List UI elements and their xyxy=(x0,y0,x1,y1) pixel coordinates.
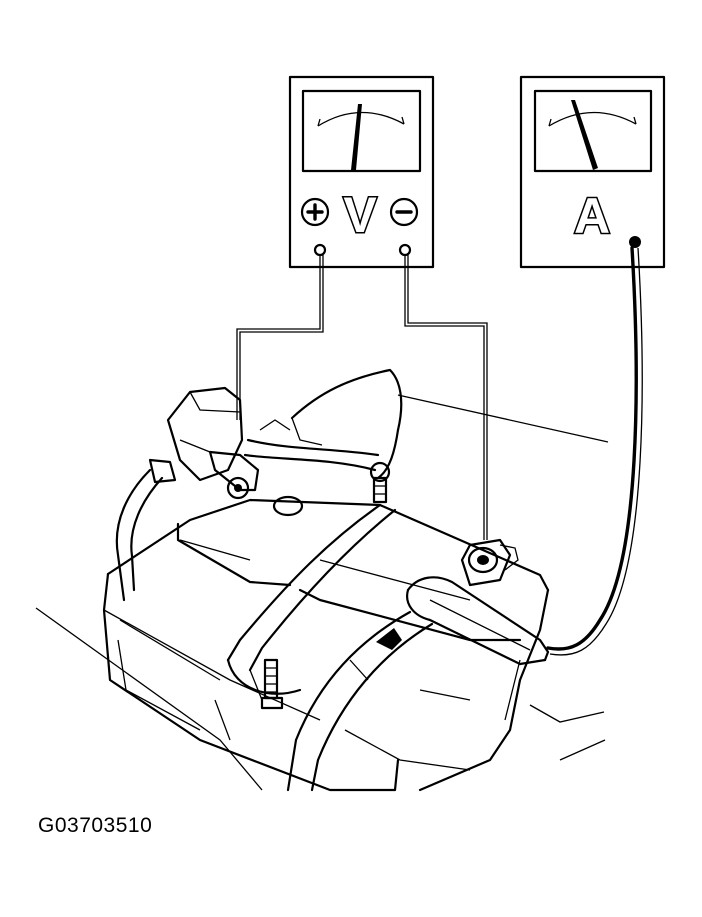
battery-front-face xyxy=(102,572,400,792)
battery xyxy=(102,461,550,792)
bracket-bolt-top xyxy=(369,461,391,504)
negative-terminal-cover xyxy=(166,386,244,482)
voltmeter-negative-lead xyxy=(404,255,488,540)
voltmeter-letter: V xyxy=(343,187,377,243)
voltmeter-positive-icon xyxy=(300,197,330,227)
negative-cable xyxy=(115,468,152,602)
hold-down-bar xyxy=(226,503,382,662)
engine-bay-background xyxy=(35,368,609,791)
ammeter-dial-window xyxy=(533,89,653,173)
ammeter-letter: A xyxy=(574,188,610,244)
battery-vent-cap xyxy=(272,495,304,517)
battery-side-face xyxy=(418,588,550,792)
voltmeter-positive-lead xyxy=(236,255,324,420)
figure-id-label: G03703510 xyxy=(38,814,153,837)
negative-ground-strap xyxy=(243,453,377,472)
voltmeter: V xyxy=(288,75,435,269)
ammeter-needle xyxy=(571,100,598,170)
negative-terminal-assembly xyxy=(115,386,380,602)
hold-down-bolt xyxy=(260,658,284,710)
ammeter: A xyxy=(519,75,666,269)
ammeter-terminal xyxy=(629,236,641,248)
ammeter-body xyxy=(519,75,666,269)
positive-terminal-post xyxy=(467,546,499,574)
voltmeter-body xyxy=(288,75,435,269)
voltmeter-dial-window xyxy=(301,89,422,173)
voltmeter-needle xyxy=(351,104,362,170)
positive-cable xyxy=(286,610,412,792)
ammeter-clamp-lead xyxy=(546,246,643,656)
inductive-clamp xyxy=(406,576,550,662)
voltmeter-negative-icon xyxy=(389,197,419,227)
positive-terminal-assembly xyxy=(286,538,550,792)
voltmeter-positive-terminal xyxy=(313,243,327,257)
voltmeter-negative-terminal xyxy=(398,243,412,257)
ammeter-scale-arc xyxy=(548,111,637,127)
